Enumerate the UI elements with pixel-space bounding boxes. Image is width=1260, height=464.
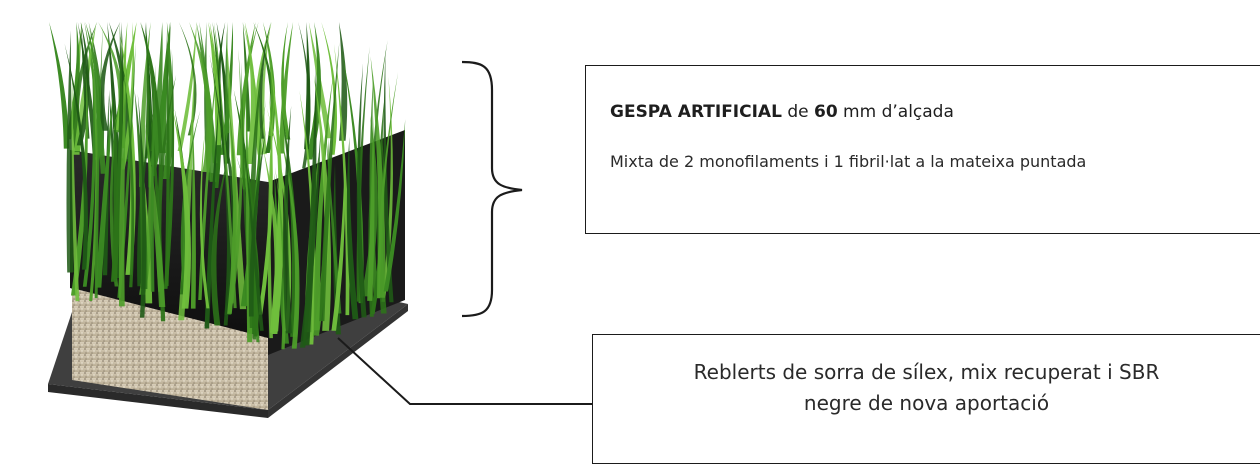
grass-blade bbox=[282, 105, 293, 334]
grass-blade bbox=[227, 95, 237, 314]
infill-line-1: Reblerts de sorra de sílex, mix recupera… bbox=[693, 360, 1160, 384]
grass-blade bbox=[261, 22, 272, 155]
grass-blade bbox=[108, 22, 132, 162]
grass-blade bbox=[85, 22, 102, 160]
grass-blade bbox=[263, 149, 281, 332]
grass-blade bbox=[156, 74, 177, 292]
grass-blades bbox=[49, 22, 406, 350]
grass-title-bold: GESPA ARTIFICIAL bbox=[610, 102, 782, 122]
grass-blade bbox=[278, 125, 300, 349]
grass-height-unit: mm d’alçada bbox=[837, 102, 954, 122]
grass-blade bbox=[338, 22, 348, 141]
grass-blade bbox=[82, 32, 96, 287]
grass-blade bbox=[229, 48, 243, 304]
grass-blade bbox=[164, 31, 170, 287]
grass-blade bbox=[137, 93, 147, 318]
grass-composition: Mixta de 2 monofilaments i 1 fibril·lat … bbox=[610, 152, 1087, 171]
grass-blade bbox=[111, 96, 119, 279]
grass-blade bbox=[313, 74, 332, 331]
infill-description-box: Reblerts de sorra de sílex, mix recupera… bbox=[592, 334, 1260, 464]
grass-blade bbox=[279, 22, 294, 154]
grass-blade bbox=[113, 22, 137, 131]
grass-blade bbox=[144, 22, 150, 159]
grass-blade bbox=[370, 56, 386, 298]
grass-blade bbox=[220, 22, 234, 155]
grass-blade bbox=[262, 22, 276, 136]
grass-blade bbox=[211, 153, 230, 326]
grass-blade bbox=[198, 59, 218, 300]
grass-blade bbox=[225, 22, 230, 134]
grass-blade bbox=[356, 63, 367, 318]
grass-blade bbox=[122, 63, 135, 288]
grass-blade bbox=[226, 32, 247, 310]
grass-blade bbox=[383, 48, 394, 303]
grass-blade bbox=[159, 22, 171, 154]
grass-blade bbox=[313, 77, 333, 331]
grass-blade bbox=[204, 102, 219, 329]
grass-blade bbox=[244, 140, 264, 331]
infill-line-2: negre de nova aportació bbox=[803, 391, 1050, 415]
grass-blade bbox=[118, 60, 128, 307]
grass-blade bbox=[150, 64, 156, 292]
grass-blade bbox=[302, 66, 317, 346]
grass-blade bbox=[304, 22, 311, 150]
grass-blade bbox=[189, 22, 213, 173]
grass-blade bbox=[346, 136, 359, 320]
grass-blade bbox=[94, 25, 103, 299]
grass-blade bbox=[331, 159, 346, 331]
grass-description-box: GESPA ARTIFICIAL de 60 mm d’alçada Mixta… bbox=[585, 65, 1260, 234]
grass-blade bbox=[190, 119, 196, 309]
grass-blade bbox=[275, 167, 286, 350]
grass-height-value: 60 bbox=[813, 102, 838, 122]
grass-blade bbox=[259, 22, 271, 139]
grass-title-text: de bbox=[781, 102, 814, 122]
grass-blade bbox=[77, 22, 98, 158]
grass-blade bbox=[305, 22, 322, 160]
grass-blade bbox=[178, 22, 197, 136]
grass-blade bbox=[319, 41, 340, 322]
grass-blade bbox=[321, 22, 338, 155]
grass-blade bbox=[209, 54, 231, 326]
grass-blade bbox=[107, 22, 121, 190]
sand-layer bbox=[72, 288, 268, 410]
grass-blade bbox=[267, 83, 275, 339]
grass-blade bbox=[99, 22, 121, 131]
grass-blade bbox=[172, 108, 191, 309]
grass-blade bbox=[199, 125, 210, 309]
grass-blade bbox=[333, 163, 341, 335]
grass-blade bbox=[217, 52, 237, 309]
grass-blade bbox=[248, 129, 266, 317]
infill-text: Reblerts de sorra de sílex, mix recupera… bbox=[593, 357, 1260, 419]
grass-blade bbox=[64, 43, 88, 270]
grass-blade bbox=[381, 76, 393, 302]
grass-blade bbox=[334, 43, 350, 316]
grass-blade bbox=[163, 48, 175, 289]
grass-blade bbox=[162, 22, 174, 180]
grass-blade bbox=[212, 22, 222, 189]
grass-title: GESPA ARTIFICIAL de 60 mm d’alçada bbox=[610, 102, 954, 122]
grass-blade bbox=[367, 114, 375, 301]
grass-blade bbox=[66, 30, 74, 273]
grass-blade bbox=[95, 88, 114, 288]
grass-blade bbox=[120, 22, 135, 170]
grass-blade bbox=[49, 22, 70, 149]
grass-blade bbox=[144, 125, 166, 307]
grass-blade bbox=[71, 74, 80, 302]
artificial-turf-illustration bbox=[48, 22, 408, 418]
grass-blade bbox=[253, 22, 275, 154]
grass-blade bbox=[281, 110, 299, 337]
grass-blade bbox=[244, 22, 257, 165]
grass-blade bbox=[109, 88, 122, 287]
